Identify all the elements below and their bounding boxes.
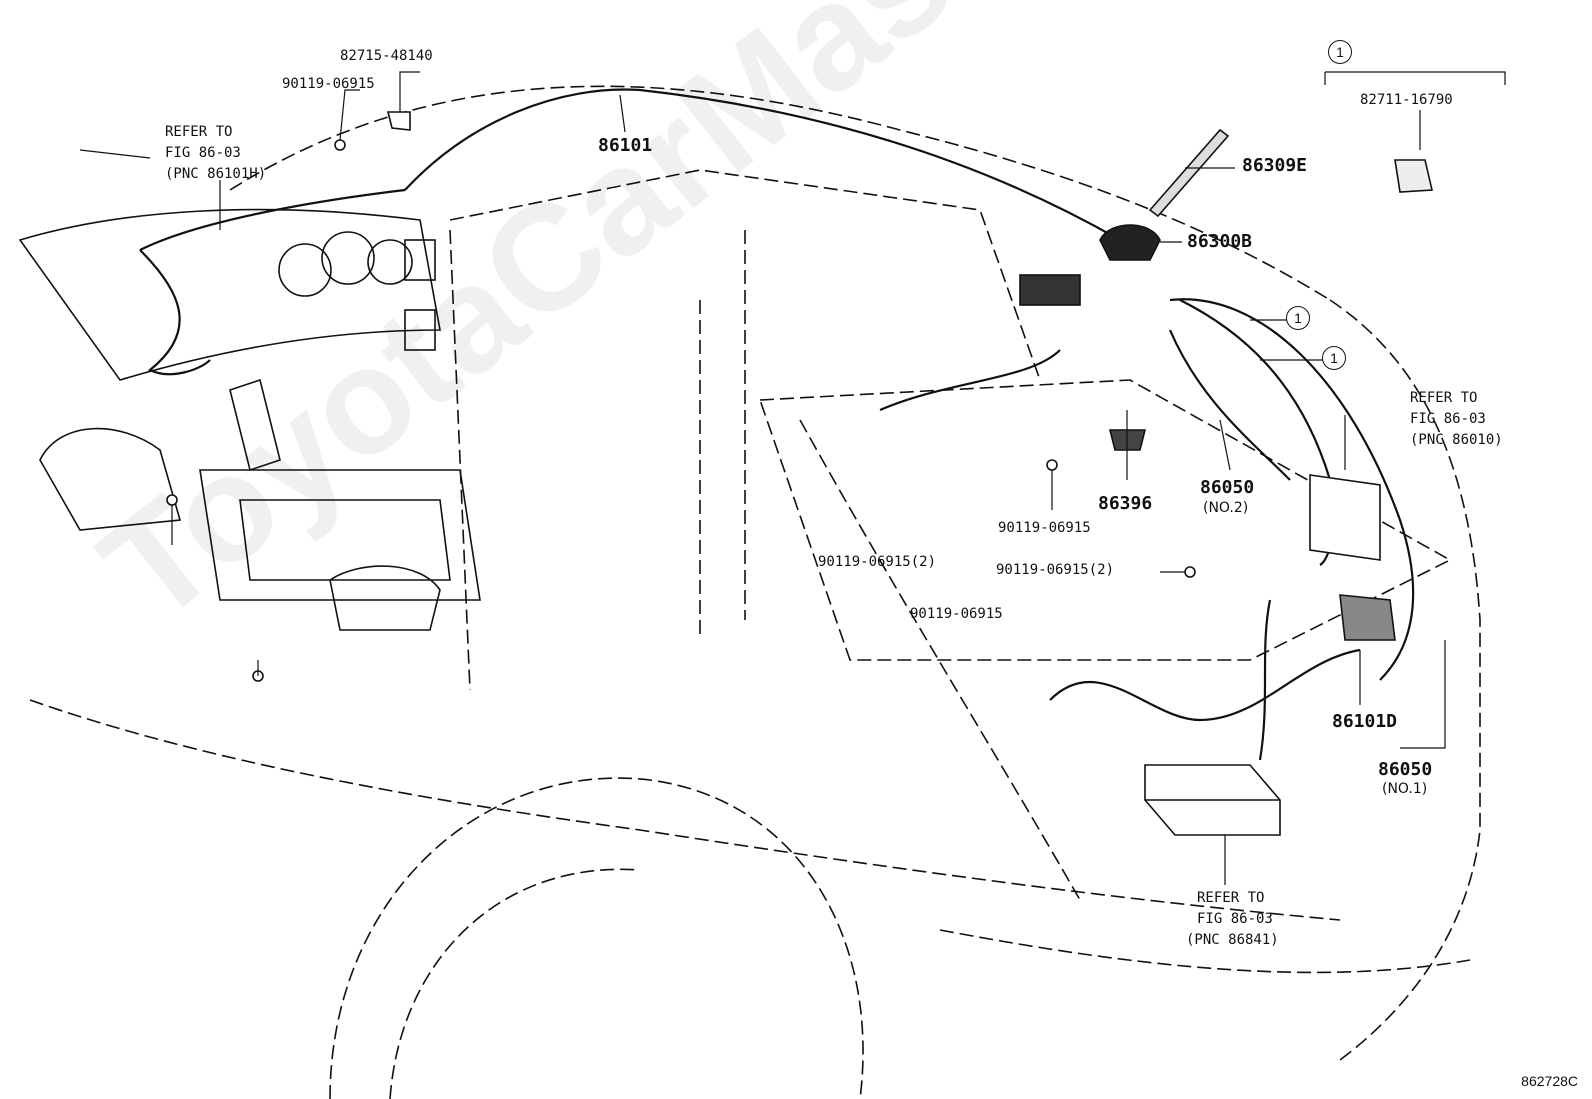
refer-note-bottom-line3: (PNC 86841) xyxy=(1186,932,1279,948)
interior-outline xyxy=(18,208,481,631)
part-sublabel-no1: (NO.1) xyxy=(1382,781,1428,797)
part-label-86396: 86396 xyxy=(1098,493,1153,514)
refer-note-left-line2: FIG 86-03 xyxy=(165,145,241,161)
part-label-90119-06915-mid: 90119-06915 xyxy=(998,520,1091,536)
refer-note-right-line1: REFER TO xyxy=(1410,390,1478,406)
part-label-90119-06915-low: 90119-06915 xyxy=(910,606,1003,622)
wiring-harness xyxy=(139,88,1415,761)
part-label-82711-16790: 82711-16790 xyxy=(1360,92,1453,108)
part-label-86309e: 86309E xyxy=(1242,155,1308,176)
vehicle-outline xyxy=(29,85,1481,1099)
refer-note-bottom-line2: FIG 86-03 xyxy=(1197,911,1273,927)
refer-note-right-line3: (PNC 86010) xyxy=(1410,432,1503,448)
part-sublabel-no2: (NO.2) xyxy=(1203,500,1249,516)
components xyxy=(166,111,1433,836)
part-label-86101d: 86101D xyxy=(1332,711,1398,732)
part-label-86050-no1: 86050 xyxy=(1378,759,1433,780)
part-label-90119-06915-2-right: 90119-06915(2) xyxy=(996,562,1115,578)
callout-marker-1: 1 xyxy=(1286,306,1310,330)
figure-id: 862728C xyxy=(1521,1073,1578,1089)
part-label-82715-48140: 82715-48140 xyxy=(340,48,433,64)
part-label-90119-06915-2-left: 90119-06915(2) xyxy=(818,554,937,570)
part-label-86050-no2: 86050 xyxy=(1200,477,1255,498)
refer-note-left-line1: REFER TO xyxy=(165,124,233,140)
callout-marker-2: 1 xyxy=(1322,346,1346,370)
part-label-90119-06915-top: 90119-06915 xyxy=(282,76,375,92)
part-label-86300b: 86300B xyxy=(1187,231,1253,252)
refer-note-right-line2: FIG 86-03 xyxy=(1410,411,1486,427)
leader-lines xyxy=(79,71,1506,885)
refer-note-bottom-line1: REFER TO xyxy=(1197,890,1265,906)
callout-marker-top: 1 xyxy=(1328,40,1352,64)
part-label-86101: 86101 xyxy=(598,135,653,156)
refer-note-left-line3: (PNC 86101H) xyxy=(165,166,267,182)
